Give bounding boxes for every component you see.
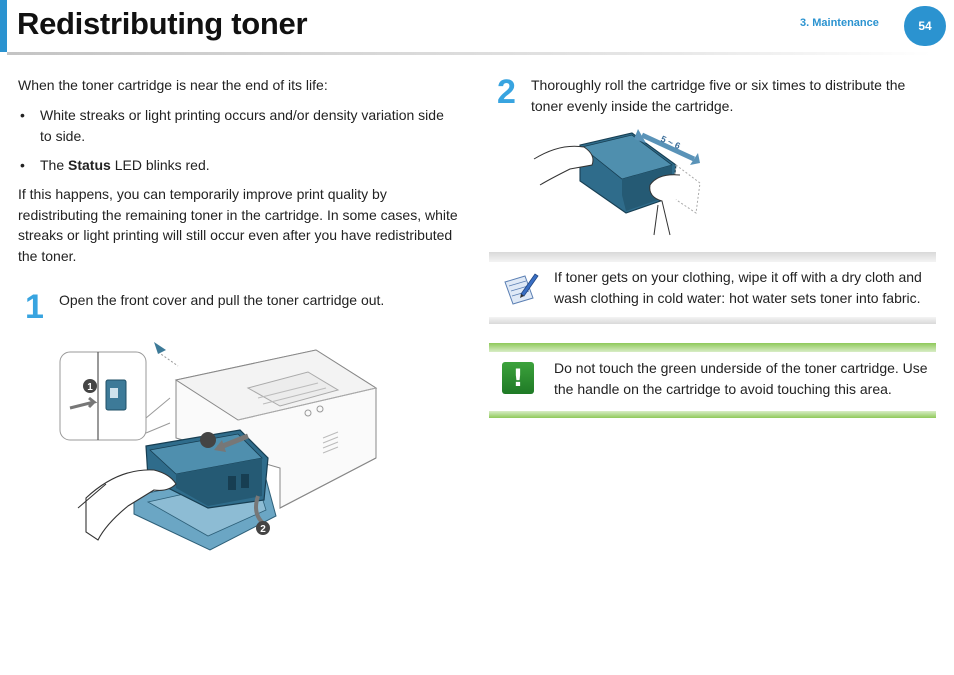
explanation-paragraph: If this happens, you can temporarily imp… — [18, 186, 458, 264]
exclamation-icon: ! — [502, 362, 534, 394]
status-led-label: Status — [68, 157, 111, 173]
bullet-text-pre: The — [40, 157, 69, 173]
note-bottom-bar — [489, 317, 936, 324]
step-1-number: 1 — [25, 288, 44, 326]
callout-2-circle — [256, 521, 270, 535]
page-number-badge: 54 — [904, 6, 946, 46]
warning-top-bar — [489, 343, 936, 352]
intro-lead: When the toner cartridge is near the end… — [18, 77, 328, 93]
step-1-text: Open the front cover and pull the toner … — [59, 292, 385, 308]
note-top-bar — [489, 252, 936, 262]
list-item: The Status LED blinks red. — [18, 155, 458, 176]
header-divider — [7, 52, 932, 55]
printer-illustration: 1 2 — [59, 342, 378, 551]
symptom-list: White streaks or light printing occurs a… — [18, 105, 458, 185]
list-item: White streaks or light printing occurs a… — [18, 105, 458, 146]
note-box: If toner gets on your clothing, wipe it … — [489, 252, 936, 324]
bullet-text-post: LED blinks red. — [110, 157, 210, 173]
note-pencil-icon — [504, 273, 539, 305]
callout-2-label: 2 — [260, 524, 266, 535]
warning-box: ! Do not touch the green underside of th… — [489, 343, 936, 418]
page-title: Redistributing toner — [17, 6, 308, 41]
exclamation-glyph: ! — [512, 364, 524, 392]
chapter-link[interactable]: 3. Maintenance — [800, 17, 879, 29]
warning-bottom-bar — [489, 411, 936, 418]
callout-1-label: 1 — [87, 382, 93, 393]
callout-1-circle — [83, 379, 97, 393]
cartridge-roll-illustration: 5 ~ 6 — [533, 129, 701, 236]
step-2-text: Thoroughly roll the cartridge five or si… — [531, 77, 906, 114]
header-accent-bar — [0, 0, 7, 52]
note-text: If toner gets on your clothing, wipe it … — [554, 269, 922, 306]
step-2-number: 2 — [497, 73, 516, 111]
warning-text: Do not touch the green underside of the … — [554, 360, 928, 397]
